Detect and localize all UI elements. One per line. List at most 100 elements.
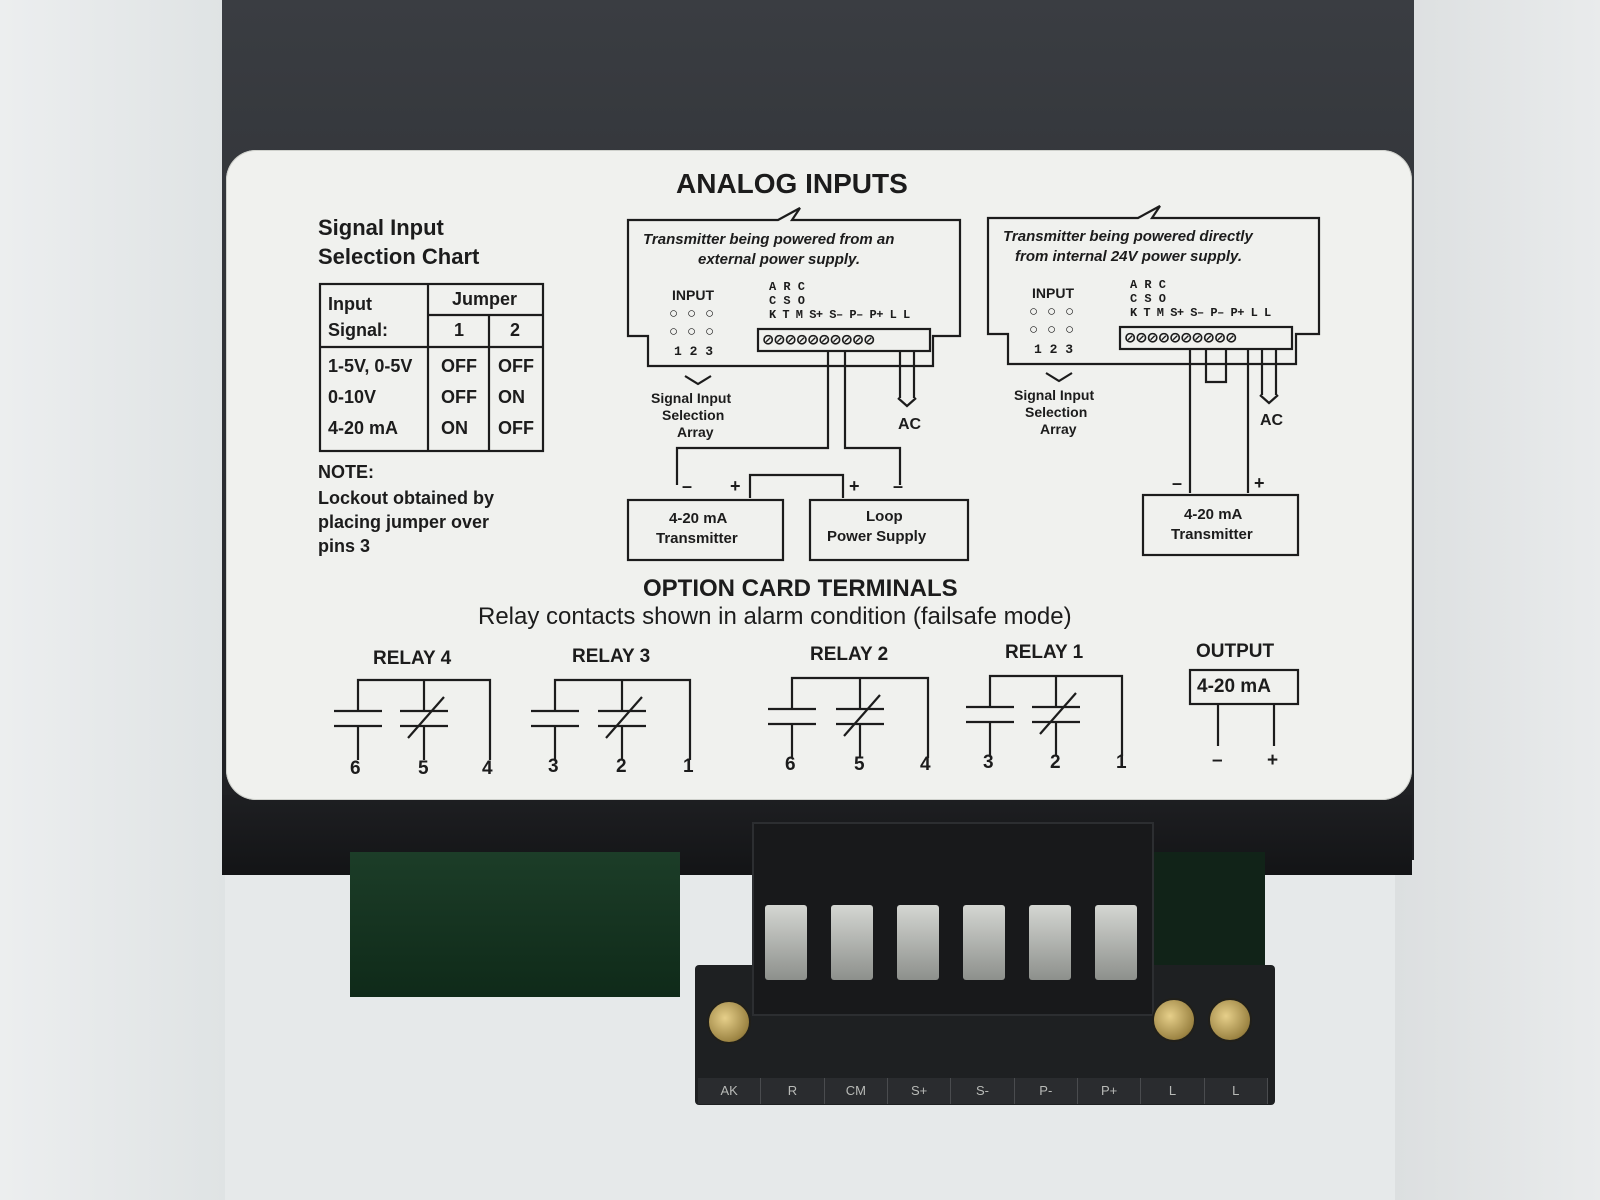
polarity-minus: – <box>893 476 904 496</box>
terminal-label: S- <box>951 1078 1015 1104</box>
transmitter-label: Transmitter <box>656 530 738 547</box>
table-cell-j2: ON <box>498 387 525 407</box>
output-value: 4-20 mA <box>1197 676 1271 697</box>
relay-label: RELAY 3 <box>572 646 651 667</box>
array-arrow-icon <box>1045 372 1073 383</box>
transmitter-box <box>626 498 785 562</box>
terminal-label: R <box>761 1078 825 1104</box>
terminal-label: S+ <box>888 1078 952 1104</box>
terminal-labels: C S O <box>1130 292 1167 306</box>
table-cell-signal: 4-20 mA <box>328 418 399 438</box>
panel-title: ANALOG INPUTS <box>676 168 908 199</box>
wire <box>843 351 902 485</box>
ac-arrow-icon <box>1259 394 1279 405</box>
table-cell-signal: 0-10V <box>328 387 377 407</box>
table-cell-j1: OFF <box>441 387 477 407</box>
ac-label: AC <box>1260 412 1284 429</box>
power-supply-box <box>808 498 970 562</box>
table-header-1: 1 <box>454 320 465 340</box>
terminal-clamp <box>831 905 873 980</box>
relay-pin: 4 <box>482 758 493 779</box>
polarity-plus: + <box>849 476 860 496</box>
relay-pin: 1 <box>1116 752 1127 773</box>
note-heading: NOTE: <box>318 462 374 482</box>
array-label: Signal Input <box>1014 387 1095 403</box>
pin-numbers: 1 2 3 <box>1034 342 1074 357</box>
jumper-pins-icon: ○ ○ ○○ ○ ○ <box>669 306 715 341</box>
option-title: OPTION CARD TERMINALS <box>643 575 958 602</box>
relay-pin: 5 <box>854 754 865 775</box>
background-right <box>1395 0 1600 1200</box>
table-cell-j2: OFF <box>498 418 534 438</box>
array-label: Array <box>1040 421 1077 437</box>
relay-pin: 6 <box>350 758 361 779</box>
terminal-labels: K T M S+ S– P– P+ L L <box>1130 306 1271 320</box>
screw-icon <box>1152 998 1196 1042</box>
transmitter-box <box>1141 493 1300 557</box>
chart-title-line1: Signal Input <box>318 215 444 240</box>
terminal-screws-icon: ⊘⊘⊘⊘⊘⊘⊘⊘⊘⊘ <box>1125 330 1238 349</box>
input-label: INPUT <box>672 287 714 303</box>
relay-pin: 5 <box>418 758 429 779</box>
polarity-minus: – <box>1172 473 1183 493</box>
table-header-input: Input <box>328 294 372 314</box>
relay-pin: 3 <box>983 752 994 773</box>
relay-label: RELAY 1 <box>1005 642 1084 663</box>
table-cell-j1: OFF <box>441 356 477 376</box>
terminal-clamp <box>897 905 939 980</box>
wire <box>675 351 830 485</box>
relay-label: RELAY 2 <box>810 644 889 665</box>
internal-caption: from internal 24V power supply. <box>1015 248 1242 265</box>
polarity-minus: – <box>682 476 693 496</box>
terminal-label: L <box>1141 1078 1205 1104</box>
terminal-labels: C S O <box>769 294 806 308</box>
screw-icon <box>707 1000 751 1044</box>
power-supply-label: Loop <box>866 508 903 525</box>
array-label: Array <box>677 424 714 440</box>
note-line: placing jumper over <box>318 512 490 532</box>
external-caption: Transmitter being powered from an <box>643 231 895 248</box>
table-cell-j2: OFF <box>498 356 534 376</box>
power-supply-label: Power Supply <box>827 528 927 545</box>
relay-pin: 4 <box>920 754 931 775</box>
terminal-label-strip: AK R CM S+ S- P- P+ L L <box>698 1078 1268 1104</box>
relay-pin: 2 <box>1050 752 1061 773</box>
input-label: INPUT <box>1032 285 1074 301</box>
terminal-label: AK <box>698 1078 762 1104</box>
table-header-2: 2 <box>510 320 521 340</box>
jumper-pins-icon: ○ ○ ○○ ○ ○ <box>1029 304 1075 339</box>
background-left <box>0 0 225 1200</box>
terminal-clamp <box>765 905 807 980</box>
internal-caption: Transmitter being powered directly <box>1003 228 1253 245</box>
array-label: Signal Input <box>651 390 732 406</box>
external-callout-box <box>626 207 962 368</box>
pin-numbers: 1 2 3 <box>674 344 714 359</box>
relay-pin: 3 <box>548 756 559 777</box>
terminal-label: P- <box>1015 1078 1078 1104</box>
output-plus: + <box>1267 750 1279 771</box>
output-label: OUTPUT <box>1196 641 1275 662</box>
array-label: Selection <box>1025 404 1088 420</box>
wire <box>748 473 845 498</box>
option-card-pcb <box>350 852 680 997</box>
relay-1-symbol <box>966 674 1124 756</box>
terminal-clamp <box>1095 905 1137 980</box>
note-line: pins 3 <box>318 536 371 556</box>
plug-connector <box>752 822 1154 1016</box>
relay-label: RELAY 4 <box>373 648 452 669</box>
external-caption: external power supply. <box>698 251 860 268</box>
output-symbol <box>1188 668 1300 746</box>
terminal-screws-icon: ⊘⊘⊘⊘⊘⊘⊘⊘⊘⊘ <box>763 332 876 351</box>
table-cell-signal: 1-5V, 0-5V <box>328 356 413 376</box>
ac-label: AC <box>898 416 922 433</box>
relay-pin: 2 <box>616 756 627 777</box>
relay-3-symbol <box>531 678 692 760</box>
transmitter-label: 4-20 mA <box>1184 506 1243 523</box>
chart-title-line2: Selection Chart <box>318 244 480 269</box>
transmitter-label: Transmitter <box>1171 526 1253 543</box>
table-cell-j1: ON <box>441 418 468 438</box>
array-arrow-icon <box>684 375 712 386</box>
polarity-plus: + <box>1254 473 1265 493</box>
